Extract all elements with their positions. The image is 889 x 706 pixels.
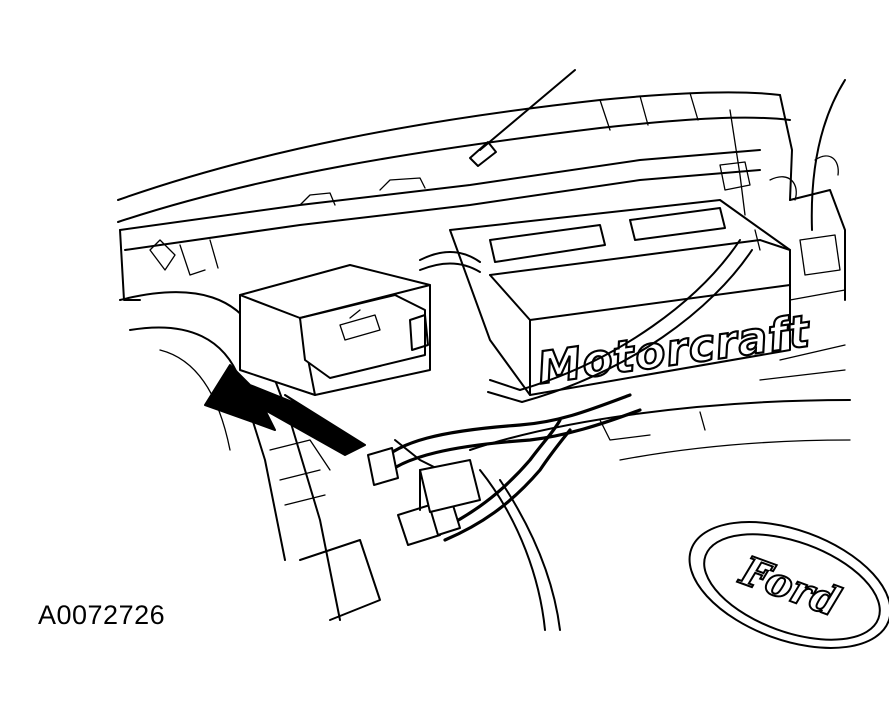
wiring-harness [367, 393, 642, 546]
ford-oval-emblem: Ford [688, 521, 889, 649]
engine-cover [469, 399, 851, 631]
figure-id-label: A0072726 [38, 600, 166, 630]
air-filter-box [239, 264, 431, 396]
battery: Motorcraft [449, 199, 816, 396]
right-components [759, 155, 846, 381]
hood-outline [117, 79, 846, 231]
battery-cables [419, 109, 761, 403]
locator-arrow-icon [204, 364, 366, 456]
hood-prop-rod [469, 69, 576, 167]
emblem-text: Ford [734, 547, 847, 626]
